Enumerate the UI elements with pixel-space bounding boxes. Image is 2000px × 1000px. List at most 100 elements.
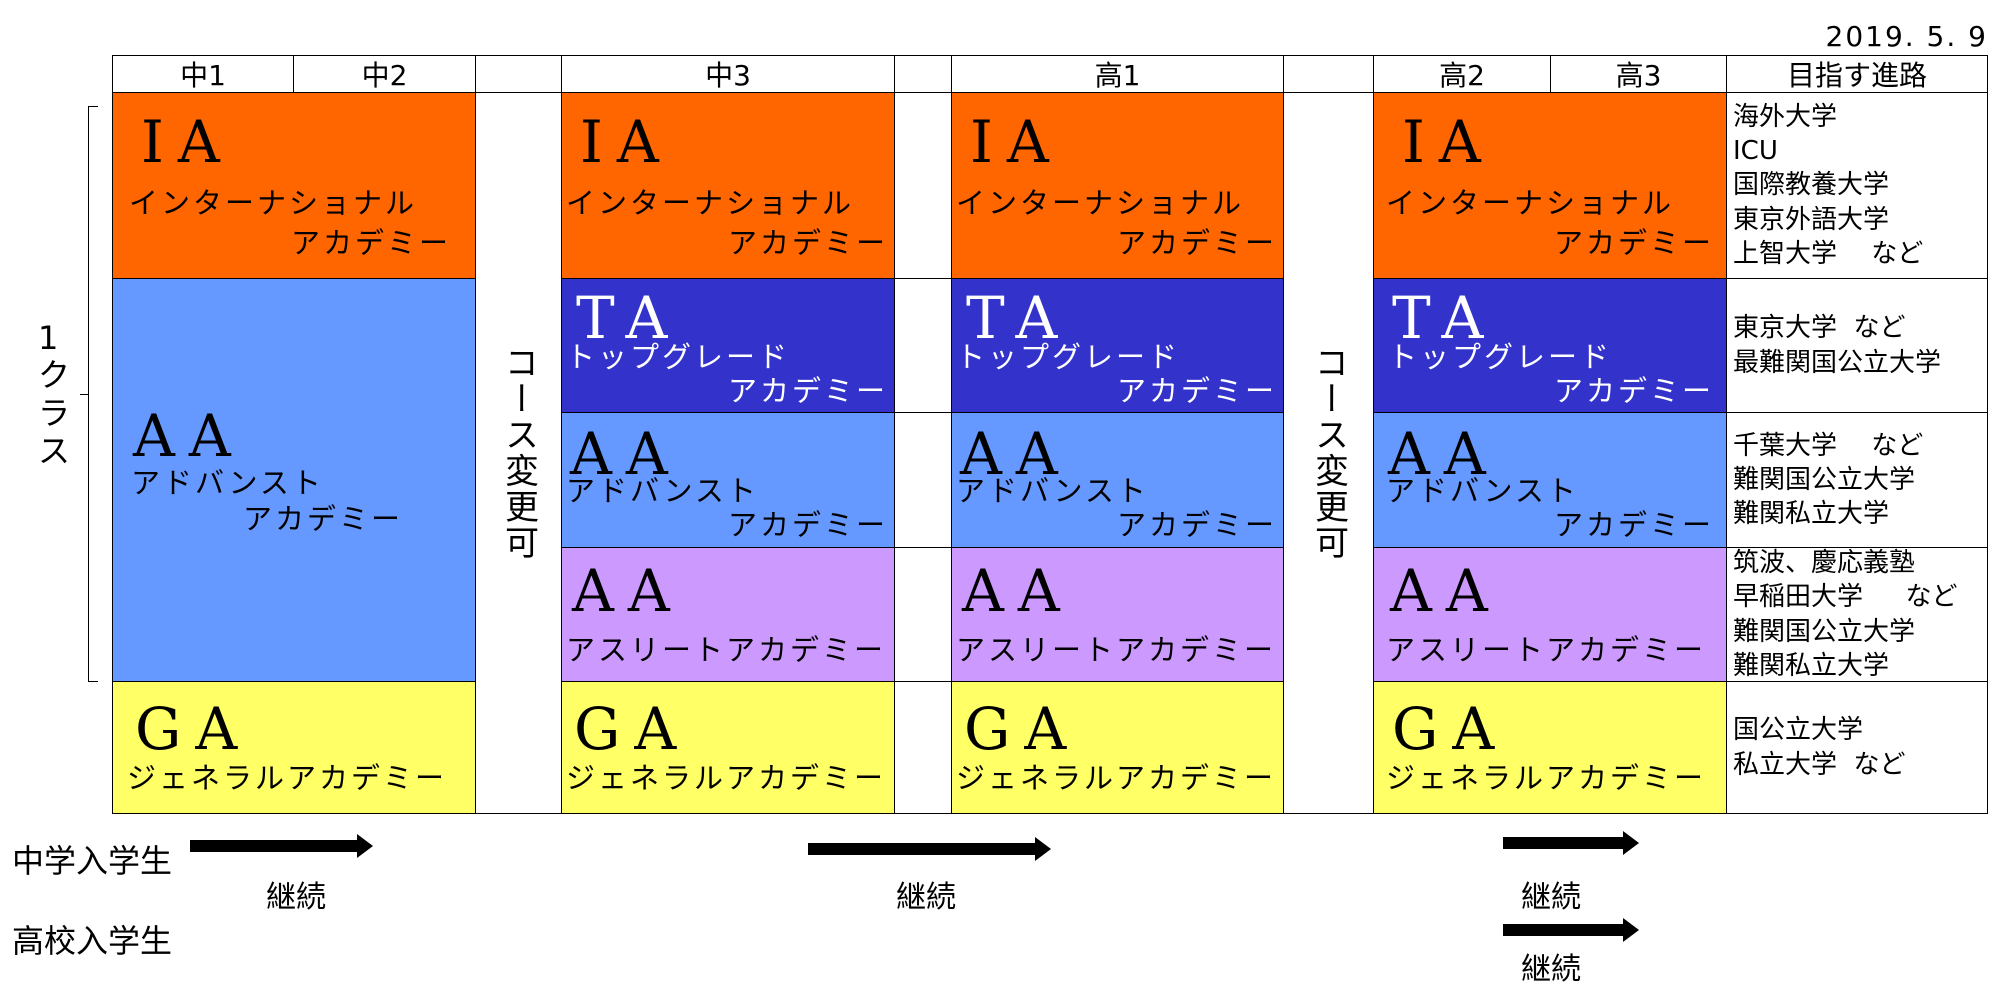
course-code: AA <box>572 557 684 625</box>
course-ia-jh12: IA インターナショナル アカデミー <box>112 92 476 279</box>
course-name: アスリートアカデミー <box>1386 633 1707 667</box>
header-gap2 <box>894 55 952 93</box>
course-name: アスリートアカデミー <box>566 633 887 667</box>
course-code: TA <box>1392 284 1498 352</box>
goal-ia: 海外大学 ICU 国際教養大学 東京外語大学 上智大学 など <box>1726 92 1988 279</box>
course-athlete-hs1: AA アスリートアカデミー <box>951 547 1284 682</box>
course-aa-hs23: AA アドバンスト アカデミー <box>1373 412 1727 548</box>
course-code: AA <box>1388 420 1500 488</box>
continue-label-1: 継続 <box>266 880 326 915</box>
course-code: IA <box>970 108 1063 176</box>
course-ta-hs23: TA トップグレード アカデミー <box>1373 278 1727 413</box>
gap-2-divider <box>894 278 952 279</box>
course-ga-jh12: GA ジェネラルアカデミー <box>112 681 476 814</box>
course-name: ジェネラルアカデミー <box>127 761 448 795</box>
course-name: アスリートアカデミー <box>956 633 1277 667</box>
continue-arrow-4 <box>1503 918 1639 942</box>
course-change-gap-1: コース変更可 <box>475 92 562 814</box>
course-name: インターナショナル <box>1386 186 1675 220</box>
header-goal: 目指す進路 <box>1726 55 1988 93</box>
gap-2-divider <box>894 412 952 413</box>
course-name: アカデミー <box>1553 226 1714 260</box>
course-ia-hs23: IA インターナショナル アカデミー <box>1373 92 1727 279</box>
course-name: アドバンスト <box>566 474 759 508</box>
gap-2 <box>894 92 952 814</box>
gap-2-divider <box>894 547 952 548</box>
course-ta-hs1: TA トップグレード アカデミー <box>951 278 1284 413</box>
course-code: IA <box>141 108 234 176</box>
course-name: アカデミー <box>1116 226 1277 260</box>
course-name: インターナショナル <box>566 186 855 220</box>
course-code: TA <box>966 284 1072 352</box>
course-ga-hs23: GA ジェネラルアカデミー <box>1373 681 1727 814</box>
class-bracket-tick <box>80 394 89 395</box>
hs-entrant-label: 高校入学生 <box>12 922 173 960</box>
course-change-gap-2: コース変更可 <box>1283 92 1374 814</box>
course-name: アカデミー <box>1116 374 1277 408</box>
course-aa-jh3: AA アドバンスト アカデミー <box>561 412 895 548</box>
course-name: ジェネラルアカデミー <box>566 761 887 795</box>
course-name: インターナショナル <box>956 186 1245 220</box>
course-name: ジェネラルアカデミー <box>956 761 1277 795</box>
goal-athlete: 筑波、慶応義塾 早稲田大学 など 難関国公立大学 難関私立大学 <box>1726 547 1988 682</box>
course-code: AA <box>570 420 682 488</box>
course-name: アドバンスト <box>131 466 324 500</box>
course-name: アカデミー <box>727 508 888 542</box>
course-name: トップグレード <box>1388 340 1613 374</box>
course-code: AA <box>133 402 245 470</box>
header-jh1: 中1 <box>112 55 294 93</box>
course-code: AA <box>960 420 1072 488</box>
course-athlete-hs23: AA アスリートアカデミー <box>1373 547 1727 682</box>
course-name: アカデミー <box>1116 508 1277 542</box>
header-hs3: 高3 <box>1550 55 1727 93</box>
course-ia-hs1: IA インターナショナル アカデミー <box>951 92 1284 279</box>
header-jh3: 中3 <box>561 55 895 93</box>
course-ia-jh3: IA インターナショナル アカデミー <box>561 92 895 279</box>
course-name: トップグレード <box>956 340 1181 374</box>
course-name: アカデミー <box>1553 508 1714 542</box>
course-name: アドバンスト <box>956 474 1149 508</box>
course-code: IA <box>1402 108 1495 176</box>
course-code: GA <box>1392 695 1509 763</box>
header-hs1: 高1 <box>951 55 1284 93</box>
continue-arrow-2 <box>808 837 1051 861</box>
course-name: アカデミー <box>727 374 888 408</box>
course-ga-hs1: GA ジェネラルアカデミー <box>951 681 1284 814</box>
jhs-entrant-label: 中学入学生 <box>12 842 173 880</box>
course-code: TA <box>576 284 682 352</box>
goal-aa: 千葉大学 など 難関国公立大学 難関私立大学 <box>1726 412 1988 548</box>
continue-arrow-3 <box>1503 831 1639 855</box>
course-aa-hs1: AA アドバンスト アカデミー <box>951 412 1284 548</box>
course-ta-jh3: TA トップグレード アカデミー <box>561 278 895 413</box>
course-name: ジェネラルアカデミー <box>1386 761 1707 795</box>
header-hs2: 高2 <box>1373 55 1551 93</box>
continue-label-2: 継続 <box>896 880 956 915</box>
class-bracket <box>88 106 98 682</box>
course-name: アカデミー <box>290 226 451 260</box>
course-name: アカデミー <box>1553 374 1714 408</box>
course-code: GA <box>964 695 1081 763</box>
course-code: GA <box>135 695 252 763</box>
course-code: AA <box>1390 557 1502 625</box>
goal-ga: 国公立大学 私立大学 など <box>1726 681 1988 814</box>
header-jh2: 中2 <box>293 55 476 93</box>
continue-label-4: 継続 <box>1521 952 1581 987</box>
course-name: アドバンスト <box>1386 474 1579 508</box>
course-athlete-jh3: AA アスリートアカデミー <box>561 547 895 682</box>
course-name: アカデミー <box>243 502 404 536</box>
continue-label-3: 継続 <box>1521 880 1581 915</box>
course-name: トップグレード <box>566 340 791 374</box>
course-code: GA <box>574 695 691 763</box>
header-gap1 <box>475 55 562 93</box>
course-ga-jh3: GA ジェネラルアカデミー <box>561 681 895 814</box>
header-gap3 <box>1283 55 1374 93</box>
course-code: AA <box>962 557 1074 625</box>
goal-ta: 東京大学 など 最難関国公立大学 <box>1726 278 1988 413</box>
date-stamp: 2019. 5. 9 <box>1825 20 1988 53</box>
one-class-label: 1クラス <box>38 318 71 470</box>
gap-2-divider <box>894 681 952 682</box>
course-aa-jh12: AA アドバンスト アカデミー <box>112 278 476 682</box>
course-code: IA <box>580 108 673 176</box>
course-name: インターナショナル <box>129 186 418 220</box>
continue-arrow-1 <box>190 834 373 858</box>
